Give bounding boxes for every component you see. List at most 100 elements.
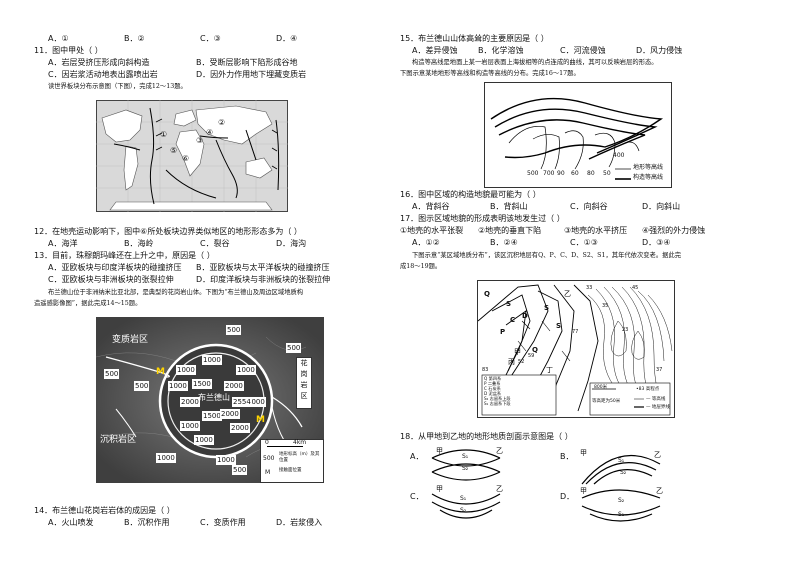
q10-option-c: C．③ (200, 34, 221, 43)
elev-2000-d: 2000 (230, 423, 250, 433)
geo-legend-c: C 石炭系 (484, 386, 501, 391)
q17-stem: 17．图示区域地貌的形成表明该地发生过（ ） (400, 214, 565, 223)
granite-char-4: 区 (300, 392, 308, 400)
granite-char-3: 岩 (300, 381, 308, 389)
legend-symbol-m: M (265, 469, 271, 476)
contact-marker-west: M (156, 367, 165, 377)
elev-1000-d: 1000 (168, 381, 188, 391)
geo-elev-77: 77 (572, 329, 579, 335)
q18-b-yi: 乙 (654, 451, 661, 459)
q16-option-b: B．背斜山 (490, 202, 528, 211)
q17-item-4: ④强烈的外力侵蚀 (642, 226, 706, 235)
q18-a-letter: A． (410, 452, 424, 461)
q14-option-c: C．变质作用 (200, 518, 246, 527)
zone-label-granite-box: 花 岗 岩 区 (296, 357, 312, 409)
q17-item-3: ③地壳的水平挤压 (564, 226, 628, 235)
q15-stem: 15．布兰德山山体高耸的主要原因是（ ） (400, 34, 549, 43)
q18-c-stratum-2: S₂ (460, 507, 467, 514)
map-label-6: ⑥ (182, 154, 190, 163)
geo-elev-23: 23 (622, 327, 629, 333)
q11-option-d: D．因外力作用地下埋藏变质岩 (196, 70, 307, 79)
legend-symbol-500: 500 (263, 455, 275, 462)
q18-panel-a: A． 甲 乙 S₁ S₂ (410, 444, 520, 488)
q18-c-stratum-1: S₁ (460, 495, 467, 502)
geo-label-bing: 丙 (508, 358, 515, 366)
mountain-name: 布兰德山 (198, 393, 230, 402)
q18-a-stratum-1: S₁ (462, 453, 469, 460)
q10-option-d: D．④ (276, 34, 298, 43)
intro-14-15-line1: 布兰德山位于非洲纳米比亚北部，是典型的花岗岩山体。下图为“布兰德山及周边区域地质… (48, 289, 304, 296)
intro-12-13: 读世界板块分布示意图（下图），完成12～13题。 (48, 83, 187, 90)
elev-1500-a: 1500 (192, 379, 212, 389)
contour-label-700: 700 (543, 170, 555, 177)
q17-item-1: ①地壳的水平张裂 (400, 226, 464, 235)
q18-d-yi: 乙 (656, 487, 663, 495)
elev-2000-a: 2000 (224, 381, 244, 391)
geo-scale-interval: 等高距为50米 (592, 399, 621, 404)
q15-option-c: C．河流侵蚀 (560, 46, 606, 55)
contour-lines-figure: 500 700 90 60 80 50 400 地形等高线 构造等高线 (484, 82, 672, 188)
q17-option-a: A．①② (412, 238, 440, 247)
q17-option-b: B．②④ (490, 238, 518, 247)
geo-elev-83: 83 (482, 367, 489, 373)
q16-option-a: A．背斜谷 (412, 202, 450, 211)
elev-500-a: 500 (226, 325, 242, 335)
elev-500-b: 500 (286, 343, 302, 353)
q17-option-c: C．①③ (570, 238, 598, 247)
intro-18-19-line1: 下图示意“某区域地质分布”，该区沉积地层有Q、P、C、D、S2、S1，其年代依次… (412, 252, 682, 259)
contour-label-50: 50 (603, 170, 611, 177)
geo-elev-45: 45 (632, 285, 639, 291)
scale-4km: 4km (293, 439, 307, 446)
geo-legend-elev-point: •83 高程点 (636, 387, 660, 392)
q14-option-a: A．火山喷发 (48, 518, 94, 527)
q11-option-c: C．因岩浆活动地表出露喷出岩 (48, 70, 158, 79)
q14-option-b: B．沉积作用 (124, 518, 170, 527)
contour-label-500: 500 (527, 170, 539, 177)
geo-label-jia: 甲 (514, 348, 521, 356)
q15-option-b: B．化学溶蚀 (478, 46, 524, 55)
geo-legend-contour: — 等高线 (646, 397, 666, 402)
intro-16-17-line1: 构造等高线是地面上某一岩层表面上海拔相等的点连成的曲线，其可以反映岩层的形态。 (412, 59, 658, 66)
geo-legend-p: P 二叠系 (484, 381, 501, 386)
elev-500-e: 500 (232, 465, 248, 475)
q18-c-yi: 乙 (496, 485, 503, 493)
q11-stem: 11．图中甲处（ ） (34, 46, 103, 55)
q18-panel-c: C． 甲 乙 S₁ S₂ (410, 484, 520, 528)
q13-option-a: A．亚欧板块与印度洋板块的碰撞挤压 (48, 263, 182, 272)
elev-1000-c: 1000 (236, 365, 256, 375)
q18-b-stratum-2: S₂ (620, 469, 627, 476)
elev-500-c: 500 (104, 369, 120, 379)
granite-char-1: 花 (300, 359, 308, 367)
zone-label-metamorphic: 变质岩区 (112, 335, 149, 345)
q18-a-stratum-2: S₂ (462, 465, 469, 472)
geo-legend-boundary: — 地层界线 (646, 405, 670, 410)
q18-b-stratum-1: S₁ (618, 457, 625, 464)
elev-1000-i: 1000 (216, 455, 236, 465)
q18-c-letter: C． (410, 492, 424, 501)
geo-label-yi: 乙 (564, 290, 571, 298)
intro-18-19-line2: 成18～19题。 (400, 263, 442, 270)
elev-500-d: 500 (134, 381, 150, 391)
contour-label-60: 60 (571, 170, 579, 177)
intro-14-15-line2: 造遥感影像图”，据此完成14～15题。 (34, 300, 142, 307)
geo-elev-35: 35 (602, 303, 609, 309)
legend-structure-contour: 构造等高线 (633, 174, 664, 181)
q18-b-letter: B． (560, 452, 574, 461)
q13-stem: 13．目前，珠穆朗玛峰还在上升之中，原因是（ ） (34, 251, 215, 260)
elev-2000-b: 2000 (220, 409, 240, 419)
map-label-1: ① (160, 130, 168, 139)
geo-label-c: C (510, 316, 516, 324)
q18-panel-b: B． 甲 乙 S₁ S₂ (560, 444, 680, 488)
q14-option-d: D．岩浆侵入 (276, 518, 323, 527)
geo-elev-37: 37 (656, 367, 663, 373)
q17-item-2: ②地壳的垂直下陷 (478, 226, 542, 235)
q18-d-letter: D． (560, 492, 575, 501)
elev-1000-e: 1000 (246, 397, 266, 407)
q12-option-d: D．海沟 (276, 239, 307, 248)
legend-terrain-contour: 地形等高线 (633, 164, 664, 171)
elev-1000-b: 1000 (176, 365, 196, 375)
q12-option-a: A．海洋 (48, 239, 78, 248)
q17-option-d: D．③④ (642, 238, 671, 247)
geo-label-ding: 丁 (546, 366, 553, 374)
